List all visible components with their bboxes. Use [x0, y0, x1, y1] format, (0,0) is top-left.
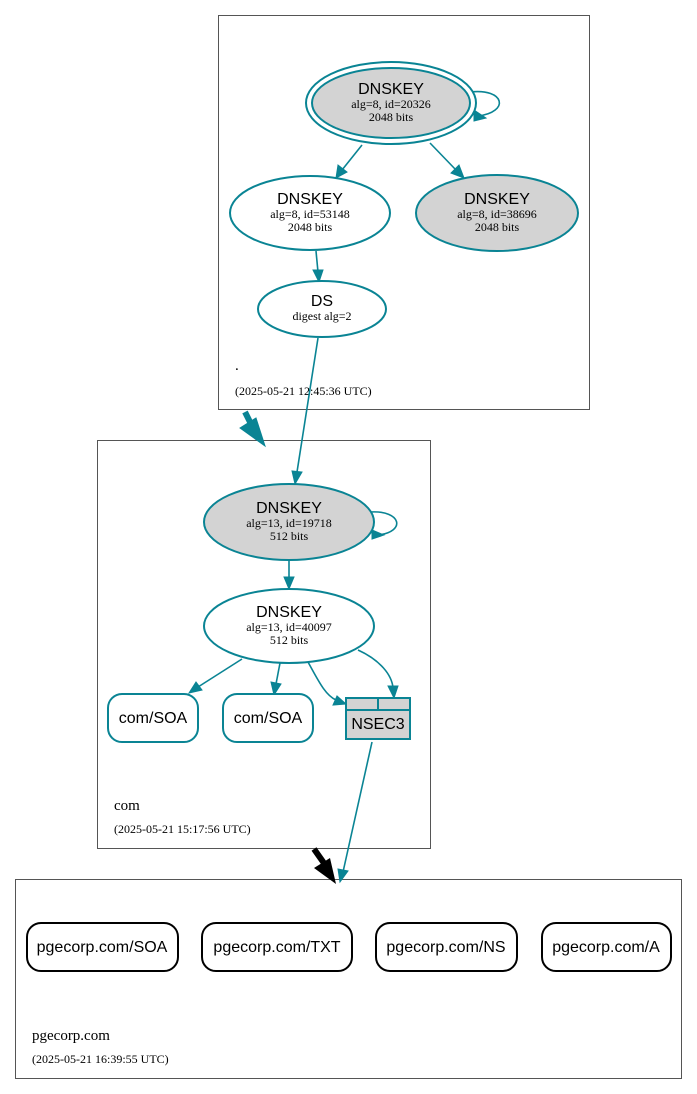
pgecorp-txt-label: pgecorp.com/TXT — [213, 939, 340, 956]
com-ksk-title: DNSKEY — [256, 500, 322, 517]
edge-ksk-to-zsk2-arrowhead — [450, 164, 465, 179]
com-soa-1-label: com/SOA — [119, 710, 188, 727]
com-zone-name: com — [114, 798, 140, 814]
com-soa-2-label: com/SOA — [234, 710, 303, 727]
pgecorp-zone-box — [15, 879, 682, 1079]
edge-com-zsk-to-soa1-arrowhead — [187, 681, 203, 694]
edge-ksk-self-loop-arrowhead — [473, 109, 488, 122]
root-ksk-node[interactable]: DNSKEY alg=8, id=20326 2048 bits — [305, 61, 477, 145]
com-soa-node-2[interactable]: com/SOA — [222, 693, 314, 743]
com-nsec3-label: NSEC3 — [351, 716, 404, 733]
root-zsk1-line2: 2048 bits — [288, 220, 333, 234]
edge-zsk1-to-ds-arrowhead — [312, 269, 324, 284]
pgecorp-ns-node[interactable]: pgecorp.com/NS — [375, 922, 518, 972]
edge-com-zsk-to-nsec3-a-arrowhead — [332, 695, 348, 706]
edge-com-zsk-to-soa2 — [275, 662, 281, 685]
root-zsk2-title: DNSKEY — [464, 191, 530, 208]
root-zsk2-node[interactable]: DNSKEY alg=8, id=38696 2048 bits — [415, 174, 579, 252]
com-nsec3-node[interactable]: NSEC3 — [345, 697, 411, 740]
pgecorp-zone-timestamp: (2025-05-21 16:39:55 UTC) — [32, 1052, 169, 1066]
com-soa-node-1[interactable]: com/SOA — [107, 693, 199, 743]
com-ksk-line2: 512 bits — [270, 529, 309, 543]
root-zsk1-line1: alg=8, id=53148 — [270, 207, 350, 221]
edge-com-zsk-to-nsec3-b-arrowhead — [387, 685, 399, 700]
edge-com-ksk-self-loop — [369, 511, 398, 536]
edge-com-zsk-to-soa1 — [197, 658, 243, 688]
edge-ksk-to-zsk1 — [341, 144, 363, 171]
com-zsk-line1: alg=13, id=40097 — [246, 620, 332, 634]
root-ksk-line1: alg=8, id=20326 — [351, 97, 431, 111]
edge-ksk-to-zsk2 — [429, 142, 457, 171]
pgecorp-zone-name: pgecorp.com — [32, 1028, 110, 1044]
root-to-com-delegation-arrowhead — [239, 417, 266, 448]
root-zone-name: . — [235, 358, 239, 374]
root-zsk2-line1: alg=8, id=38696 — [457, 207, 537, 221]
com-to-pgecorp-delegation-arrowhead — [314, 858, 336, 884]
edge-ds-to-com-ksk — [296, 337, 319, 473]
com-zsk-node[interactable]: DNSKEY alg=13, id=40097 512 bits — [203, 588, 375, 664]
pgecorp-soa-node[interactable]: pgecorp.com/SOA — [26, 922, 179, 972]
com-zsk-title: DNSKEY — [256, 604, 322, 621]
root-ksk-title: DNSKEY — [358, 81, 424, 98]
edge-com-zsk-to-nsec3-b — [357, 649, 394, 689]
edge-ksk-self-loop — [469, 90, 500, 117]
pgecorp-a-label: pgecorp.com/A — [552, 939, 660, 956]
root-ksk-line2: 2048 bits — [369, 110, 414, 124]
edge-com-ksk-to-zsk-arrowhead — [283, 576, 295, 591]
edge-com-zsk-to-soa2-arrowhead — [270, 681, 282, 697]
pgecorp-soa-label: pgecorp.com/SOA — [37, 939, 168, 956]
pgecorp-txt-node[interactable]: pgecorp.com/TXT — [201, 922, 353, 972]
com-ksk-line1: alg=13, id=19718 — [246, 516, 332, 530]
com-zsk-line2: 512 bits — [270, 633, 309, 647]
com-ds-node[interactable]: DS digest alg=2 — [257, 280, 387, 338]
com-ksk-node[interactable]: DNSKEY alg=13, id=19718 512 bits — [203, 483, 375, 561]
com-ds-title: DS — [311, 293, 333, 310]
root-zsk1-node[interactable]: DNSKEY alg=8, id=53148 2048 bits — [229, 175, 391, 251]
edge-com-zsk-to-nsec3-a — [307, 661, 337, 701]
edge-zsk1-to-ds — [315, 250, 319, 273]
com-ds-line1: digest alg=2 — [292, 309, 351, 323]
edge-ds-to-com-ksk-arrowhead — [291, 470, 303, 486]
com-zone-timestamp: (2025-05-21 15:17:56 UTC) — [114, 822, 251, 836]
edge-nsec3-to-pgecorp — [342, 741, 373, 873]
pgecorp-ns-label: pgecorp.com/NS — [386, 939, 505, 956]
edge-nsec3-to-pgecorp-arrowhead — [337, 868, 349, 884]
root-zone-timestamp: (2025-05-21 12:45:36 UTC) — [235, 384, 372, 398]
pgecorp-a-node[interactable]: pgecorp.com/A — [541, 922, 672, 972]
root-zsk1-title: DNSKEY — [277, 191, 343, 208]
edge-com-ksk-self-loop-arrowhead — [371, 529, 386, 540]
edge-ksk-to-zsk1-arrowhead — [335, 164, 348, 179]
root-zsk2-line2: 2048 bits — [475, 220, 520, 234]
